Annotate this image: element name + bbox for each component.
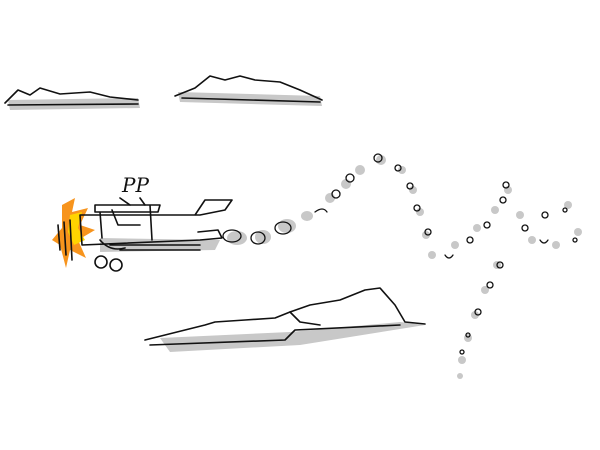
cloud-middle [174,75,323,106]
biplane: PP [52,173,233,272]
cloud-left [4,87,140,110]
mountain-bottom [144,287,426,352]
smoke-trail [222,153,582,379]
plane-lettering: PP [121,173,149,197]
